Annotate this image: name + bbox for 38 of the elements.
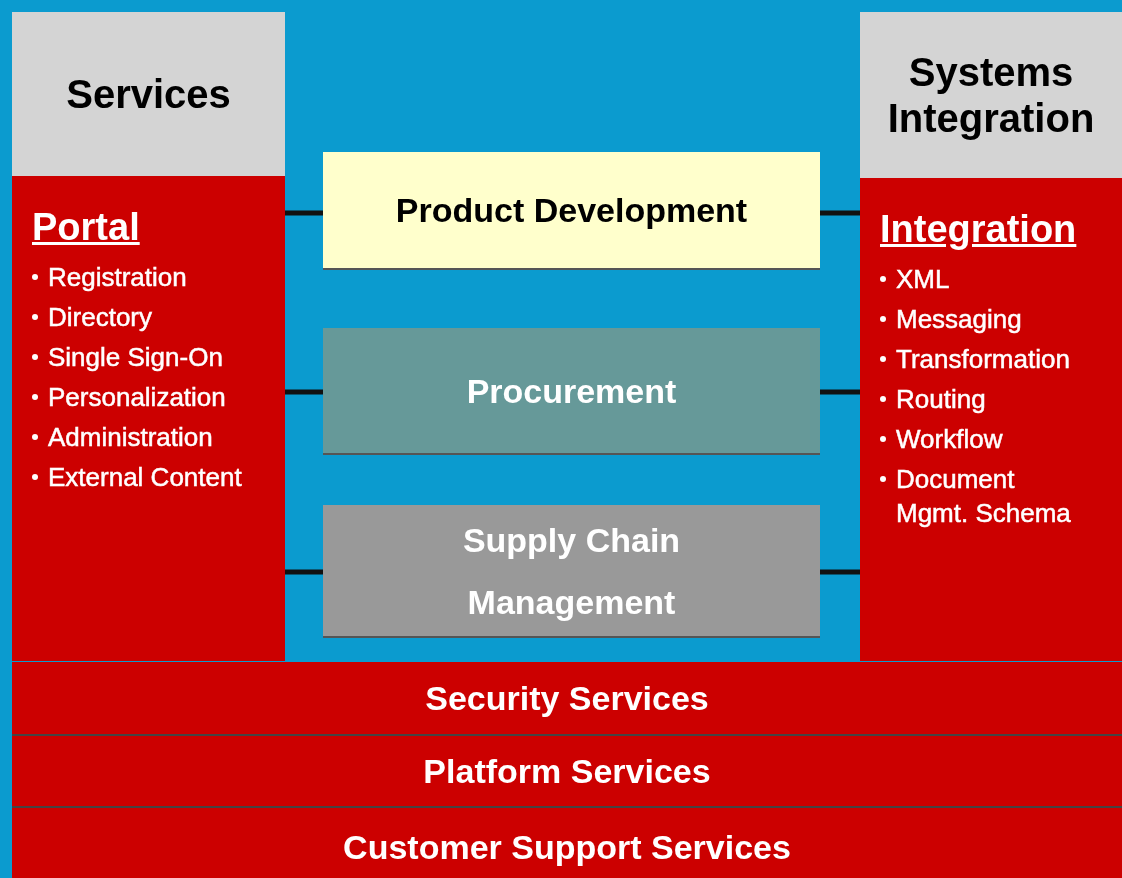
- header-box: [12, 12, 285, 176]
- box-label: Services: [66, 71, 231, 117]
- box-label: Product Development: [395, 190, 748, 231]
- service-band: [12, 736, 1122, 808]
- connector-line: [285, 569, 323, 575]
- connector-line: [820, 569, 860, 575]
- feature-panel: [12, 176, 285, 661]
- list-item: Workflow: [896, 423, 1003, 456]
- list-item: External Content: [48, 461, 242, 494]
- list-item: Document Mgmt. Schema: [896, 463, 1072, 530]
- process-box: [323, 328, 820, 455]
- list-item: Administration: [48, 421, 213, 454]
- list-item: Transformation: [896, 343, 1070, 376]
- feature-panel: [860, 178, 1122, 661]
- box-label: Procurement: [466, 370, 677, 412]
- connector-line: [285, 389, 323, 395]
- connector-line: [820, 210, 860, 216]
- list-item: Personalization: [48, 381, 226, 414]
- process-box: [323, 505, 820, 638]
- panel-title: Portal: [32, 206, 140, 249]
- list-item: Registration: [48, 261, 187, 294]
- box-label: Supply Chain Management: [461, 519, 682, 623]
- list-item: XML: [896, 263, 950, 296]
- list-item: Single Sign-On: [48, 341, 223, 374]
- service-band: [12, 808, 1122, 878]
- service-band: [12, 662, 1122, 736]
- list-item: Directory: [48, 301, 152, 334]
- box-label: Security Services: [425, 678, 709, 719]
- list-item: Messaging: [896, 303, 1022, 336]
- header-box: [860, 12, 1122, 178]
- box-label: Platform Services: [423, 751, 711, 792]
- connector-line: [285, 210, 323, 216]
- panel-title: Integration: [880, 208, 1077, 251]
- box-label: Customer Support Services: [343, 827, 791, 868]
- process-box: [323, 152, 820, 270]
- connector-line: [820, 389, 860, 395]
- box-label: Systems Integration: [886, 49, 1096, 141]
- list-item: Routing: [896, 383, 986, 416]
